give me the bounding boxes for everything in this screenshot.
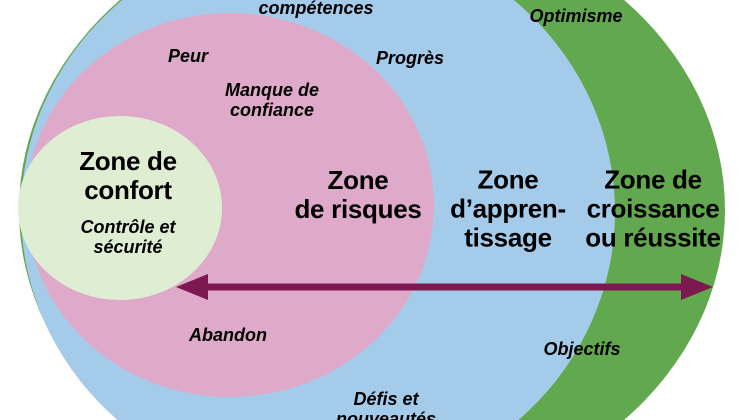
arrow-head-left [176, 274, 208, 300]
risk-zone-ellipse[interactable] [26, 13, 434, 397]
comfort-zone-ellipse[interactable] [18, 116, 222, 300]
progression-arrow[interactable] [176, 274, 713, 300]
arrow-head-right [681, 274, 713, 300]
